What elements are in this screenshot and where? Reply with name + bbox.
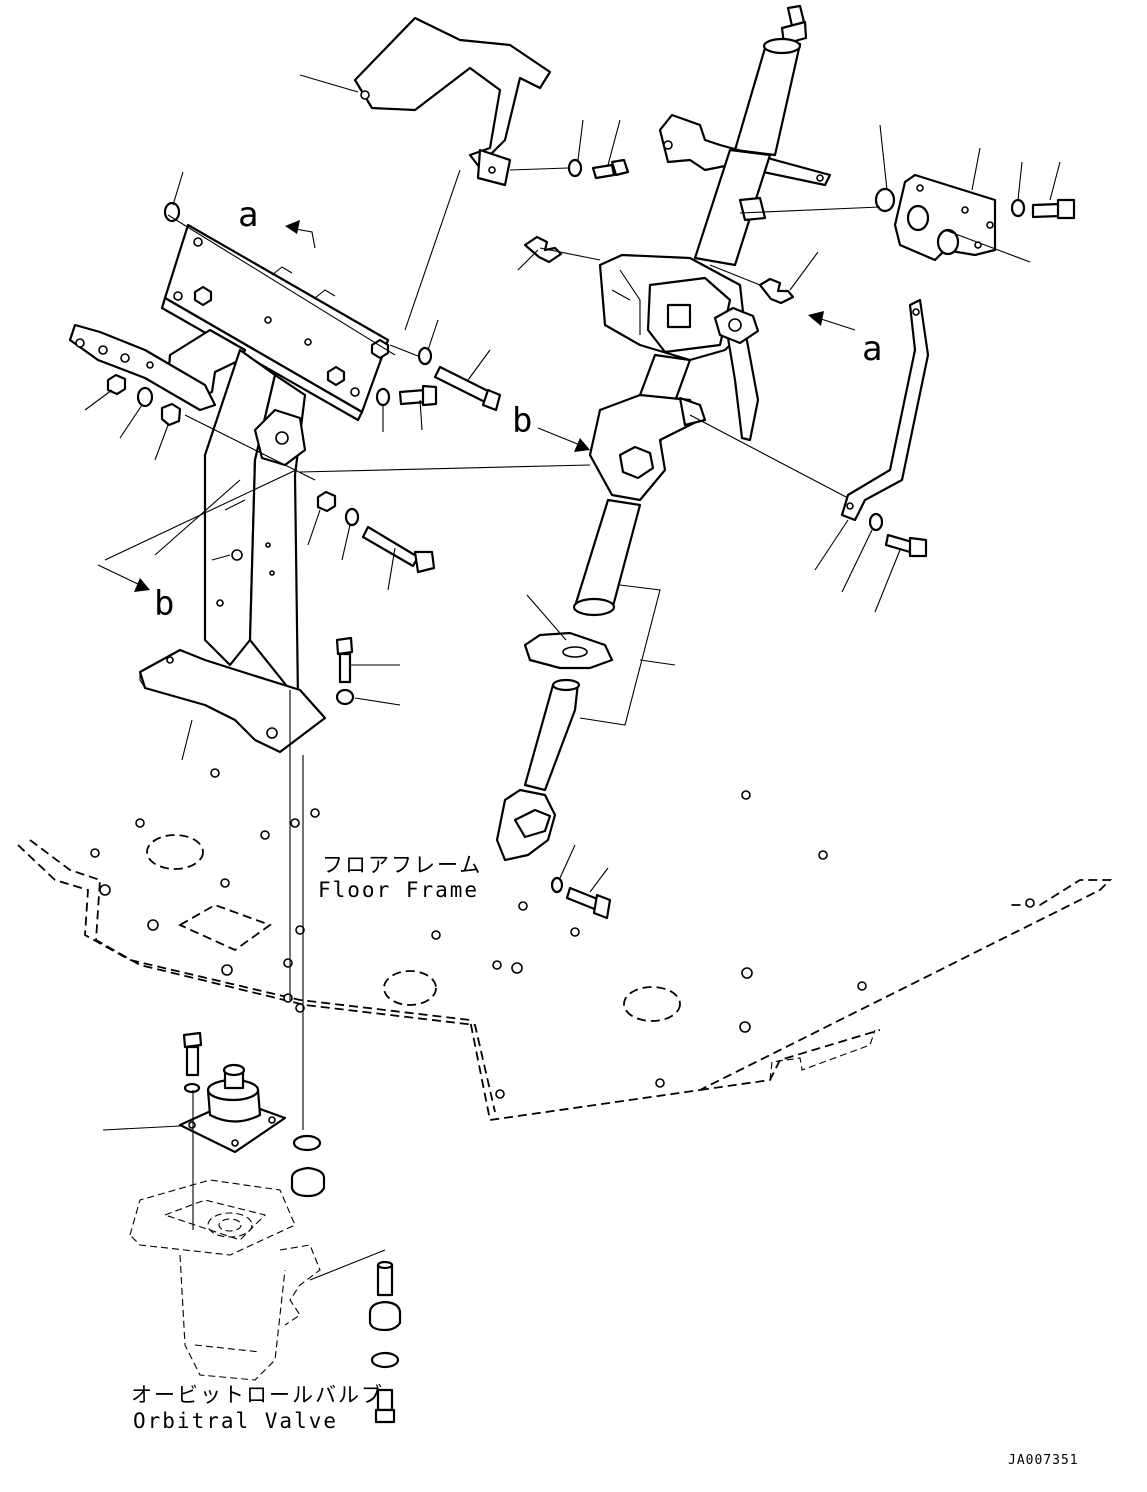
steering-column <box>572 4 832 617</box>
bolt-upper-center <box>591 158 630 180</box>
floor-frame-label-en: Floor Frame <box>318 878 479 902</box>
floor-frame-plate <box>17 768 1113 1122</box>
view-label-b-left: b <box>154 584 174 624</box>
view-arrows <box>97 220 856 592</box>
orbitral-valve-label-ja: オービットロールバルブ <box>131 1383 384 1407</box>
top-cover-bracket <box>353 16 552 187</box>
valve-mount-plate <box>178 1063 287 1154</box>
orbitral-valve-label-en: Orbitral Valve <box>133 1409 338 1433</box>
bolt-right-lower <box>884 533 928 558</box>
locking-washer-plate <box>523 631 614 670</box>
fasteners <box>106 158 1076 920</box>
bolt-short-mid <box>398 384 438 407</box>
view-label-a-left: a <box>238 195 258 235</box>
bolt-long-lower <box>361 525 436 574</box>
bolt-ujoint <box>565 886 612 920</box>
retainer-clips <box>523 235 795 305</box>
valve-mount-bolt <box>182 1031 203 1094</box>
orbitral-valve-body <box>129 1179 321 1381</box>
floor-frame-holes <box>90 768 1035 1099</box>
bolt-long-mid <box>433 365 502 412</box>
floor-frame-label-ja: フロアフレーム <box>322 853 482 877</box>
view-label-a-right: a <box>862 329 882 369</box>
leader-lines <box>84 74 1061 1281</box>
lever-bracket-left <box>68 323 217 412</box>
valve-spacers-right <box>290 1134 402 1424</box>
view-label-b-center: b <box>512 401 532 441</box>
strap-bracket <box>840 298 930 522</box>
column-bracket-right <box>874 173 997 262</box>
drawing-code: JA007351 <box>1008 1453 1079 1468</box>
bolt-right-upper <box>1031 198 1076 220</box>
column-pedestal <box>138 223 390 754</box>
intermediate-shaft <box>495 678 581 862</box>
bolt-vertical-base <box>335 636 354 684</box>
